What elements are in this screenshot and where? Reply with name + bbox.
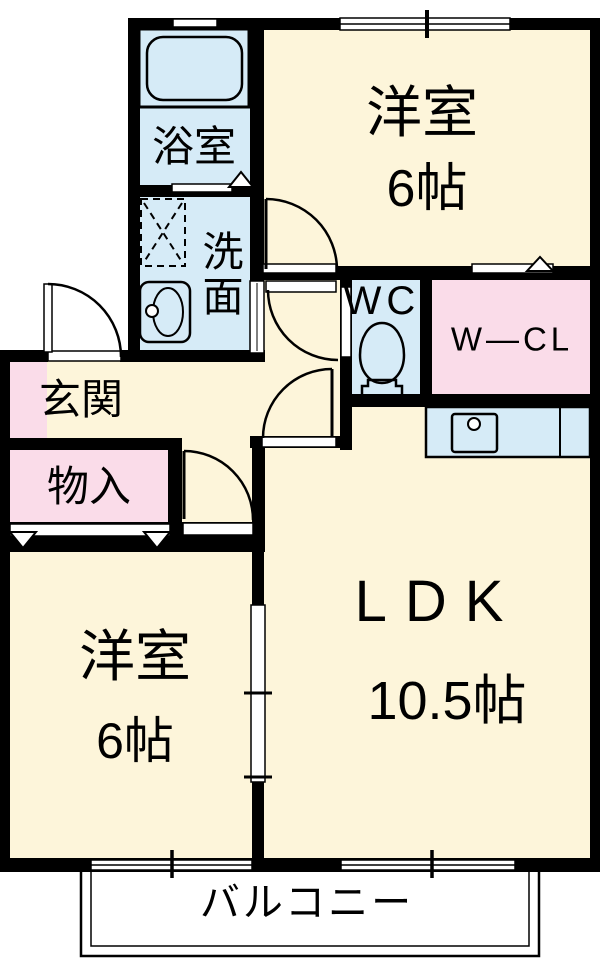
bedroom-lower-doorway [182,522,254,536]
wc-label: WC [343,279,421,323]
ldk-size: 10.5帖 [367,671,527,731]
bath-label: 浴室 [151,123,237,170]
openings [9,17,554,871]
bedroom-upper-door-arc [265,197,339,271]
wc-doorway [340,286,352,358]
door-swings [43,197,339,521]
washbasin-icon [138,280,192,344]
window-marks [91,10,515,878]
bathtub-icon [137,27,251,109]
washroom-label: 洗面 [202,229,244,321]
toilet-icon [358,321,406,398]
bedroom-lower-door-arc [183,449,255,521]
room-storage [10,448,170,526]
wc-door-arc [266,289,339,362]
wcl-doorway [471,263,554,274]
ldk-doorway [261,436,337,448]
kitchen-sink-icon [450,412,499,454]
washing-machine-pan-icon [140,198,186,267]
bath-door-mark [226,170,256,188]
balcony-label: バルコニー [199,881,415,925]
ldk-label: LDK [354,569,522,634]
room-entrance-tile [10,360,47,440]
bedroom-upper-size: 6帖 [386,160,468,218]
bedroom-lower-label: 洋室 [79,625,191,688]
entrance-doorway [47,350,122,362]
door-triangles [7,170,556,550]
wcl-door-mark [524,255,556,272]
ldk-door-arc [261,367,333,439]
storage-doors [9,523,171,537]
fixtures [137,27,592,459]
entrance-label: 玄関 [38,376,124,423]
entrance-door-arc [47,282,123,358]
bath-window [172,18,218,28]
storage-door-mark-right [141,531,173,550]
storage-label: 物入 [46,463,132,510]
room-walk-in-closet [428,272,592,398]
bath-doorway [171,183,233,193]
storage-door-mark-left [7,531,39,550]
balcony-railing [79,868,541,958]
room-wc [346,274,424,398]
bedroom-upper-label: 洋室 [366,81,478,144]
walk-in-closet-label: W—CL [450,320,574,358]
bedroom-upper-doorway [262,263,337,274]
bedroom-lower-size: 6帖 [96,713,174,769]
wc-door-leaf [265,280,337,293]
kitchen-counter [424,405,592,459]
kitchen-faucet-icon [467,417,481,431]
entrance-door-leaf [43,283,53,353]
